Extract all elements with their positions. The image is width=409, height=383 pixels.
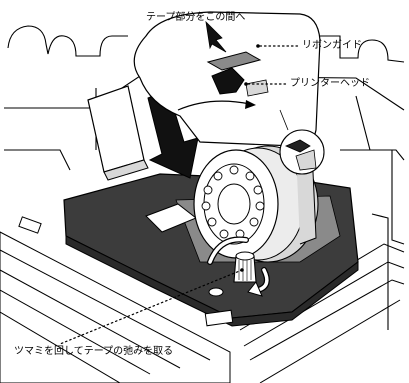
tension-knob [233, 251, 257, 283]
printer-front-rail [0, 231, 231, 383]
turn-knob-label: ツマミを回してテープの弛みを取る [14, 346, 174, 357]
callout-dots [240, 44, 260, 272]
tape-insert-label: テープ部分をこの間へ [146, 12, 246, 23]
callout-leader-lines [59, 45, 301, 345]
ribbon-guide-label: リボンガイド [302, 40, 362, 51]
cassette-lid-flap [87, 85, 149, 181]
printer-side-wall [4, 149, 405, 330]
ribbon-reel [193, 145, 319, 263]
zoom-circle [279, 109, 325, 175]
rotate-arrow-icon [207, 236, 270, 297]
printer-head-label: プリンターヘッド [290, 78, 370, 89]
